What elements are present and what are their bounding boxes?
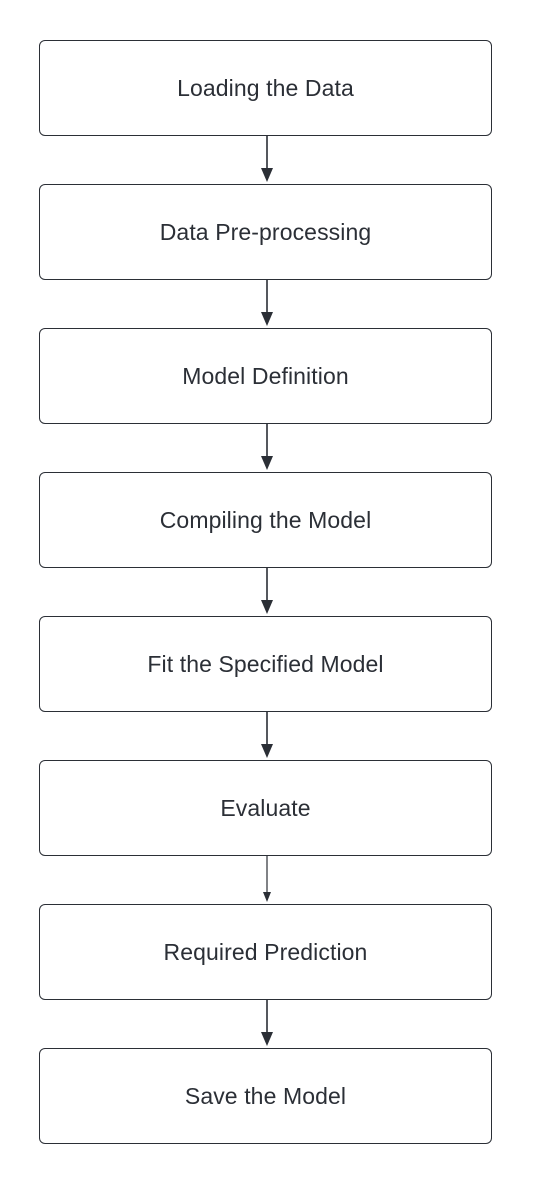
step-compiling-model: Compiling the Model (39, 472, 492, 568)
step-label: Fit the Specified Model (147, 650, 384, 677)
arrow-down-icon (261, 712, 273, 758)
step-save-model: Save the Model (39, 1048, 492, 1144)
step-fit-model: Fit the Specified Model (39, 616, 492, 712)
arrow-down-icon (261, 424, 273, 470)
step-required-prediction: Required Prediction (39, 904, 492, 1000)
step-label: Loading the Data (177, 74, 354, 101)
step-evaluate: Evaluate (39, 760, 492, 856)
step-data-preprocessing: Data Pre-processing (39, 184, 492, 280)
step-label: Compiling the Model (159, 506, 372, 533)
step-model-definition: Model Definition (39, 328, 492, 424)
step-label: Evaluate (220, 794, 311, 821)
arrow-down-icon (261, 1000, 273, 1046)
step-label: Save the Model (184, 1082, 347, 1109)
step-label: Data Pre-processing (159, 218, 372, 245)
step-label: Required Prediction (163, 938, 368, 965)
step-loading-data: Loading the Data (39, 40, 492, 136)
arrow-down-icon (261, 280, 273, 326)
step-label: Model Definition (182, 362, 349, 389)
arrow-down-icon (263, 856, 271, 902)
arrow-down-icon (261, 568, 273, 614)
arrow-down-icon (261, 136, 273, 182)
